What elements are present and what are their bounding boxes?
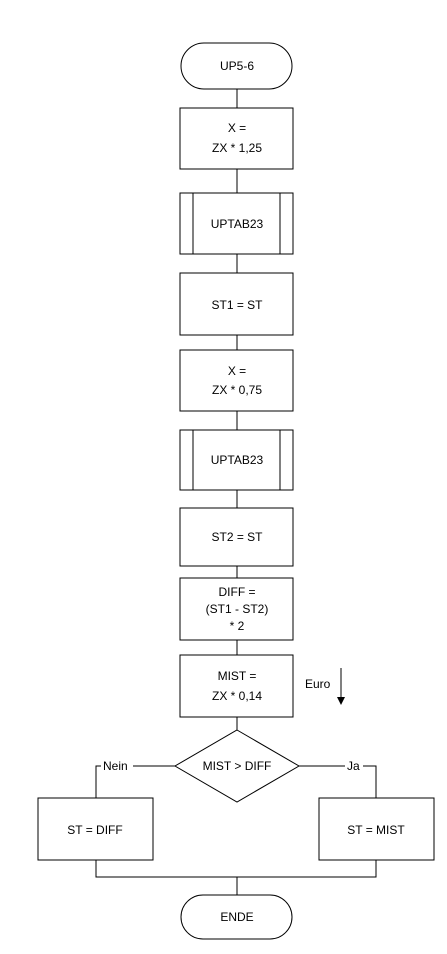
process-st-mist: ST = MIST <box>318 797 435 861</box>
process-x-125-line2: ZX * 1,25 <box>212 141 262 155</box>
unit-annotation: Euro <box>305 668 345 705</box>
subroutine-uptab23-first-label: UPTAB23 <box>211 217 264 231</box>
process-st1-assign: ST1 = ST <box>179 272 294 336</box>
subroutine-uptab23-first: UPTAB23 <box>179 192 294 255</box>
subroutine-uptab23-second-label: UPTAB23 <box>211 453 264 467</box>
process-diff-calc-line1: DIFF = <box>218 585 255 599</box>
process-st-diff-label: ST = DIFF <box>67 823 122 837</box>
process-st-mist-label: ST = MIST <box>347 823 405 837</box>
end-terminator: ENDE <box>180 894 293 940</box>
unit-note-label: Euro <box>305 677 331 691</box>
process-diff-calc-line2: (ST1 - ST2) <box>206 602 269 616</box>
process-st2-assign: ST2 = ST <box>179 507 294 567</box>
decision-label: MIST > DIFF <box>203 759 272 773</box>
process-diff-calc-line3: * 2 <box>230 619 245 633</box>
process-x-075: X = ZX * 0,75 <box>179 349 294 412</box>
process-x-075-line1: X = <box>228 364 246 378</box>
start-terminator: UP5-6 <box>180 42 293 90</box>
process-mist-calc: MIST = ZX * 0,14 <box>179 654 294 718</box>
branch-labels: Nein Ja <box>101 758 363 773</box>
process-x-075-line2: ZX * 0,75 <box>212 383 262 397</box>
end-label: ENDE <box>220 910 253 924</box>
process-x-125: X = ZX * 1,25 <box>179 107 294 170</box>
process-diff-calc: DIFF = (ST1 - ST2) * 2 <box>179 577 294 641</box>
branch-no-label: Nein <box>103 759 128 773</box>
process-st-diff: ST = DIFF <box>37 797 154 861</box>
start-label: UP5-6 <box>220 59 254 73</box>
edge-decision-no <box>95 765 175 798</box>
edge-merge <box>95 860 377 878</box>
decision-mist-gt-diff: MIST > DIFF <box>174 729 300 803</box>
subroutine-uptab23-second: UPTAB23 <box>179 429 294 491</box>
process-x-125-line1: X = <box>228 121 246 135</box>
edge-decision-yes <box>299 765 377 798</box>
connectors <box>95 89 377 895</box>
process-st1-assign-label: ST1 = ST <box>211 298 263 312</box>
process-mist-calc-line2: ZX * 0,14 <box>212 689 262 703</box>
branch-yes-label: Ja <box>347 759 360 773</box>
process-mist-calc-line1: MIST = <box>218 669 257 683</box>
process-st2-assign-label: ST2 = ST <box>211 530 263 544</box>
